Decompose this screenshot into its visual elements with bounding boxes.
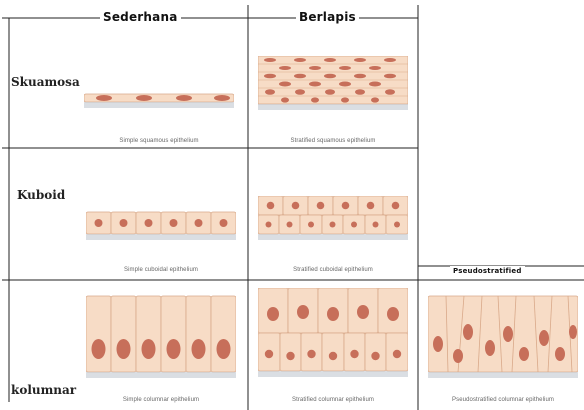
stratified-cuboidal-illustration xyxy=(258,196,408,242)
pseudostratified-columnar-illustration xyxy=(428,294,578,382)
caption-stratified-cuboidal: Stratified cuboidal epithelium xyxy=(258,267,408,273)
caption-pseudostratified-columnar: Pseudostratified columnar epithelium xyxy=(424,397,582,403)
caption-simple-cuboidal: Simple cuboidal epithelium xyxy=(86,267,236,273)
simple-columnar-illustration xyxy=(86,292,236,382)
caption-stratified-squamous: Stratified squamous epithelium xyxy=(258,138,408,144)
simple-squamous-illustration xyxy=(84,90,234,110)
simple-cuboidal-illustration xyxy=(86,210,236,242)
column-header-pseudostratified: Pseudostratified xyxy=(450,266,525,275)
stratified-columnar-illustration xyxy=(258,288,408,382)
column-header-simple: Sederhana xyxy=(100,10,181,24)
row-label-cuboidal: Kuboid xyxy=(16,188,66,202)
row-label-columnar: kolumnar xyxy=(10,383,77,397)
caption-simple-squamous: Simple squamous epithelium xyxy=(84,138,234,144)
column-header-stratified: Berlapis xyxy=(296,10,359,24)
caption-stratified-columnar: Stratified columnar epithelium xyxy=(258,397,408,403)
row-label-squamous: Skuamosa xyxy=(10,75,81,89)
stratified-squamous-illustration xyxy=(258,56,408,112)
caption-simple-columnar: Simple columnar epithelium xyxy=(86,397,236,403)
